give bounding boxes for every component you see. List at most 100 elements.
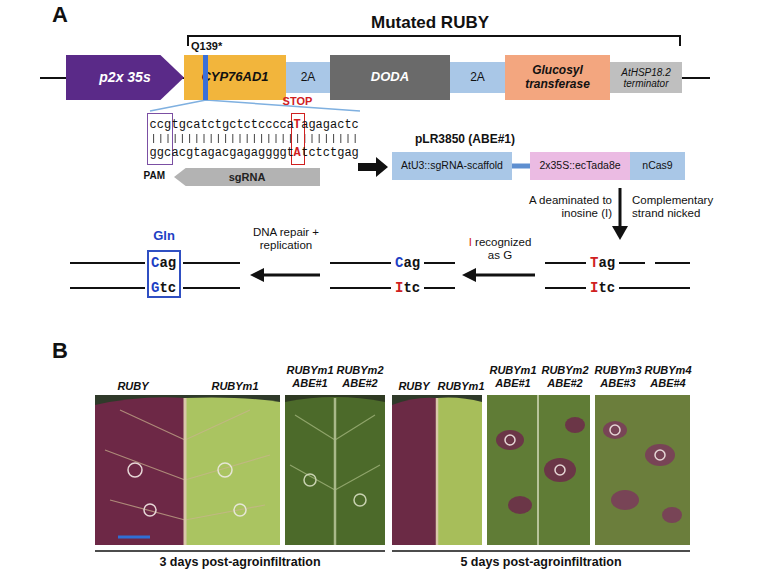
group-rule	[95, 550, 385, 552]
leaf-photo	[285, 395, 385, 545]
green-leaf	[487, 395, 590, 545]
leaf-photo	[487, 395, 590, 545]
sample-label: RUBYm2 ABE#2	[539, 364, 591, 389]
midrib	[436, 398, 439, 545]
scale-bar	[118, 536, 150, 539]
promoter-arrow: p2x 35s	[66, 55, 184, 100]
mutation-label: Q139*	[191, 40, 222, 53]
arrow	[358, 157, 388, 177]
purple-patch	[662, 507, 682, 523]
box-text: ccg	[150, 118, 172, 132]
sample-label: RUBYm1 ABE#1	[487, 364, 539, 389]
box-label: AtU3::sgRNA-scaffold	[401, 160, 503, 172]
arrow-head	[612, 226, 628, 240]
dna-sequence: agagactc	[301, 118, 359, 132]
sample-label: RUBYm1	[200, 380, 270, 393]
plasmid-part: AtU3::sgRNA-scaffold	[392, 152, 512, 180]
purple-patch	[611, 490, 639, 510]
edited-codon-box: GlnCagGtc	[147, 250, 181, 298]
time-label: 5 days post-agroinfiltration	[392, 555, 690, 569]
construct-title: Mutated RUBY	[330, 13, 530, 33]
midrib	[537, 395, 539, 545]
zoom-lines	[150, 100, 360, 111]
step-note: A deaminated to inosine (I)	[506, 194, 612, 220]
midrib	[184, 398, 187, 545]
box-text: Gtc	[151, 280, 176, 296]
box-label: DODA	[371, 70, 409, 84]
infiltration-spot	[218, 463, 232, 477]
purple-patch	[603, 421, 627, 439]
purple-patch	[565, 417, 585, 433]
codon: Itc	[395, 280, 420, 296]
sample-label: RUBYm3 ABE#3	[593, 364, 643, 389]
box-label: sgRNA	[229, 171, 266, 183]
plasmid-part: nCas9	[630, 152, 685, 180]
bracket	[188, 36, 680, 46]
green-leaf	[595, 395, 690, 545]
infiltration-spot	[304, 474, 316, 486]
purple-patch	[544, 458, 576, 482]
leaf-photo	[595, 395, 690, 545]
panel-label: B	[52, 338, 68, 363]
photo-bg	[95, 395, 280, 545]
infiltration-spot	[655, 450, 665, 460]
infiltration-spot	[505, 435, 515, 445]
gene-box: Glucosyl transferase	[505, 55, 610, 100]
group-rule	[392, 550, 690, 552]
box-label: 2A	[301, 71, 316, 84]
box-text: STOP	[279, 95, 317, 107]
photo-bg	[392, 395, 482, 545]
infiltration-spot	[234, 504, 246, 516]
arrow	[619, 188, 622, 228]
arrow-head	[250, 268, 264, 282]
purple-leaf	[392, 398, 437, 545]
leaf-photo	[392, 395, 482, 545]
box-text: PAM	[144, 170, 165, 181]
box-label: p2x 35s	[99, 70, 150, 85]
gene-box: CYP76AD1	[184, 55, 286, 100]
plasmid-linker	[512, 164, 530, 169]
plasmid-part: 2x35S::ecTada8e	[530, 152, 630, 180]
box-text: ggc	[150, 146, 172, 160]
terminator-box: AtHSP18.2 terminator	[610, 62, 682, 93]
dna-strand	[330, 263, 455, 288]
sample-label: RUBYm1	[436, 380, 486, 393]
infiltration-spot	[144, 504, 156, 516]
box-text: Gln	[143, 229, 185, 243]
sample-label: RUBYm1 ABE#1	[284, 364, 336, 389]
arrow-fill	[66, 55, 184, 100]
sample-label: RUBYm4 ABE#4	[643, 364, 693, 389]
purple-patch	[508, 496, 532, 514]
dna-sequence: acgtagacgagaggggt	[172, 146, 294, 160]
box-text: T	[294, 118, 301, 132]
peptide-box: 2A	[450, 62, 505, 93]
step-note: DNA repair + replication	[238, 226, 334, 252]
arrow-head	[462, 268, 476, 282]
gene-box: DODA	[330, 55, 450, 100]
base-pair-bars	[154, 134, 356, 143]
arrow-fill	[174, 168, 320, 186]
arrow	[474, 274, 535, 277]
box-label: CYP76AD1	[201, 70, 268, 84]
box-label: AtHSP18.2 terminator	[612, 67, 680, 89]
step-note: Complementary strand nicked	[632, 194, 732, 220]
peptide-box: 2A	[286, 62, 330, 93]
codon: Itc	[590, 280, 615, 296]
box-label: 2A	[470, 71, 485, 84]
green-leaf	[185, 398, 280, 546]
box-label: nCas9	[642, 160, 672, 172]
sample-label: RUBY	[390, 380, 438, 393]
step-note: I recognized as G	[462, 236, 538, 262]
sample-label: RUBYm2 ABE#2	[334, 364, 386, 389]
photo-bg	[285, 395, 385, 545]
arrow	[262, 274, 320, 277]
purple-patch	[645, 444, 675, 466]
plasmid-name: pLR3850 (ABE#1)	[415, 133, 515, 147]
midrib	[334, 398, 337, 545]
dna-strand	[545, 263, 690, 288]
sgrna-arrow: sgRNA	[174, 168, 320, 186]
leaf-photo	[95, 395, 280, 545]
green-leaf	[285, 397, 385, 545]
infiltration-spot	[610, 425, 620, 435]
